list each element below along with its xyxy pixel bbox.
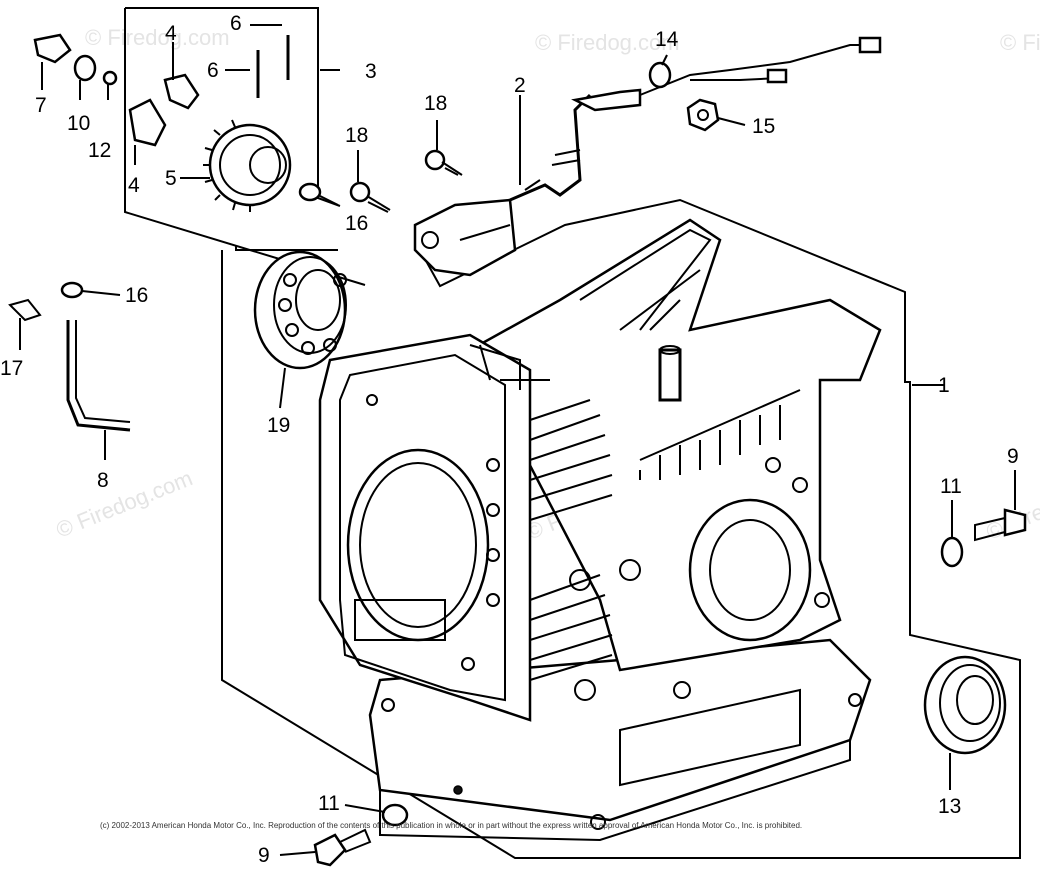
part-number-label: 9	[258, 844, 270, 867]
bolt	[313, 828, 372, 867]
part-number-label: 4	[128, 174, 140, 197]
leader-line	[81, 290, 121, 296]
part-number-label: 10	[67, 112, 90, 135]
part-number-label: 18	[345, 124, 368, 147]
part-number-label: 11	[940, 475, 962, 498]
part-number-label: 16	[345, 212, 368, 235]
bolt	[349, 181, 391, 213]
washer	[940, 536, 964, 568]
part-number-label: 8	[97, 469, 109, 492]
part-number-label: 6	[207, 59, 219, 82]
bearing	[253, 250, 347, 370]
part-number-label: 17	[0, 357, 23, 380]
part-number-label: 16	[125, 284, 148, 307]
part-number-label: 1	[938, 374, 950, 397]
leader-line	[717, 117, 746, 126]
part-number-label: 7	[35, 94, 47, 117]
part-number-label: 6	[230, 12, 242, 35]
part-number-label: 18	[424, 92, 447, 115]
part-number-label: 4	[165, 22, 177, 45]
watermark: © Firedog.com	[535, 30, 680, 55]
washer	[381, 803, 409, 827]
breather-tube-edge	[75, 320, 131, 423]
leader-line	[661, 54, 668, 66]
part-number-label: 5	[165, 167, 177, 190]
part-number-label: 14	[655, 28, 679, 51]
part-number-label: 12	[88, 139, 111, 162]
watermark: © Firedog.com	[85, 25, 230, 50]
leader-line	[344, 804, 386, 813]
part-number-label: 9	[1007, 445, 1019, 468]
washer	[60, 281, 84, 299]
washer	[298, 182, 322, 202]
cap	[33, 33, 72, 64]
clip	[102, 70, 118, 86]
governor-gear	[203, 119, 292, 212]
bolt	[424, 149, 463, 176]
washer	[73, 54, 97, 82]
copyright-notice: (c) 2002-2013 American Honda Motor Co., …	[100, 821, 803, 830]
bolt	[974, 508, 1027, 542]
leader-line	[279, 851, 316, 856]
part-number-label: 3	[365, 60, 377, 83]
watermark: © Firedog.com	[1000, 30, 1040, 55]
watermark: © Firedog.com	[53, 465, 196, 542]
part-number-label: 2	[514, 74, 526, 97]
oil-seal	[923, 655, 1007, 755]
part-number-label: 15	[752, 115, 775, 138]
leader-line	[279, 367, 286, 409]
oil-level-switch	[413, 36, 882, 277]
clip	[8, 298, 42, 322]
part-number-label: 19	[267, 414, 290, 437]
governor-weight	[128, 98, 167, 147]
leader-line	[319, 195, 339, 206]
part-number-label: 11	[318, 792, 340, 815]
grommet	[648, 61, 672, 89]
part-number-label: 13	[938, 795, 961, 818]
governor-weight	[163, 73, 200, 110]
crankcase	[318, 218, 882, 842]
nut	[686, 98, 720, 132]
breather-tube	[66, 320, 131, 432]
